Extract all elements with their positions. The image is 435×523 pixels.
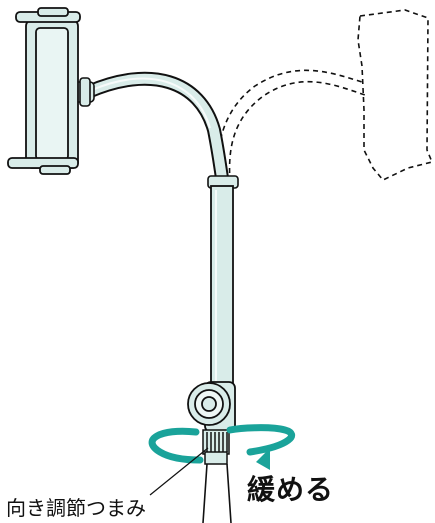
tablet-holder — [7, 7, 81, 175]
knob-label: 向き調節つまみ — [6, 496, 146, 520]
orientation-knob — [202, 429, 230, 465]
vertical-pole — [210, 185, 234, 387]
lower-tube — [202, 463, 232, 523]
knob-leader-line — [149, 447, 209, 496]
curved-arrow-icon — [148, 424, 295, 470]
alternate-position-outline — [216, 9, 434, 185]
tilt-joint — [187, 381, 236, 433]
loosen-label: 緩める — [247, 473, 335, 506]
gooseneck-arm — [81, 71, 229, 185]
